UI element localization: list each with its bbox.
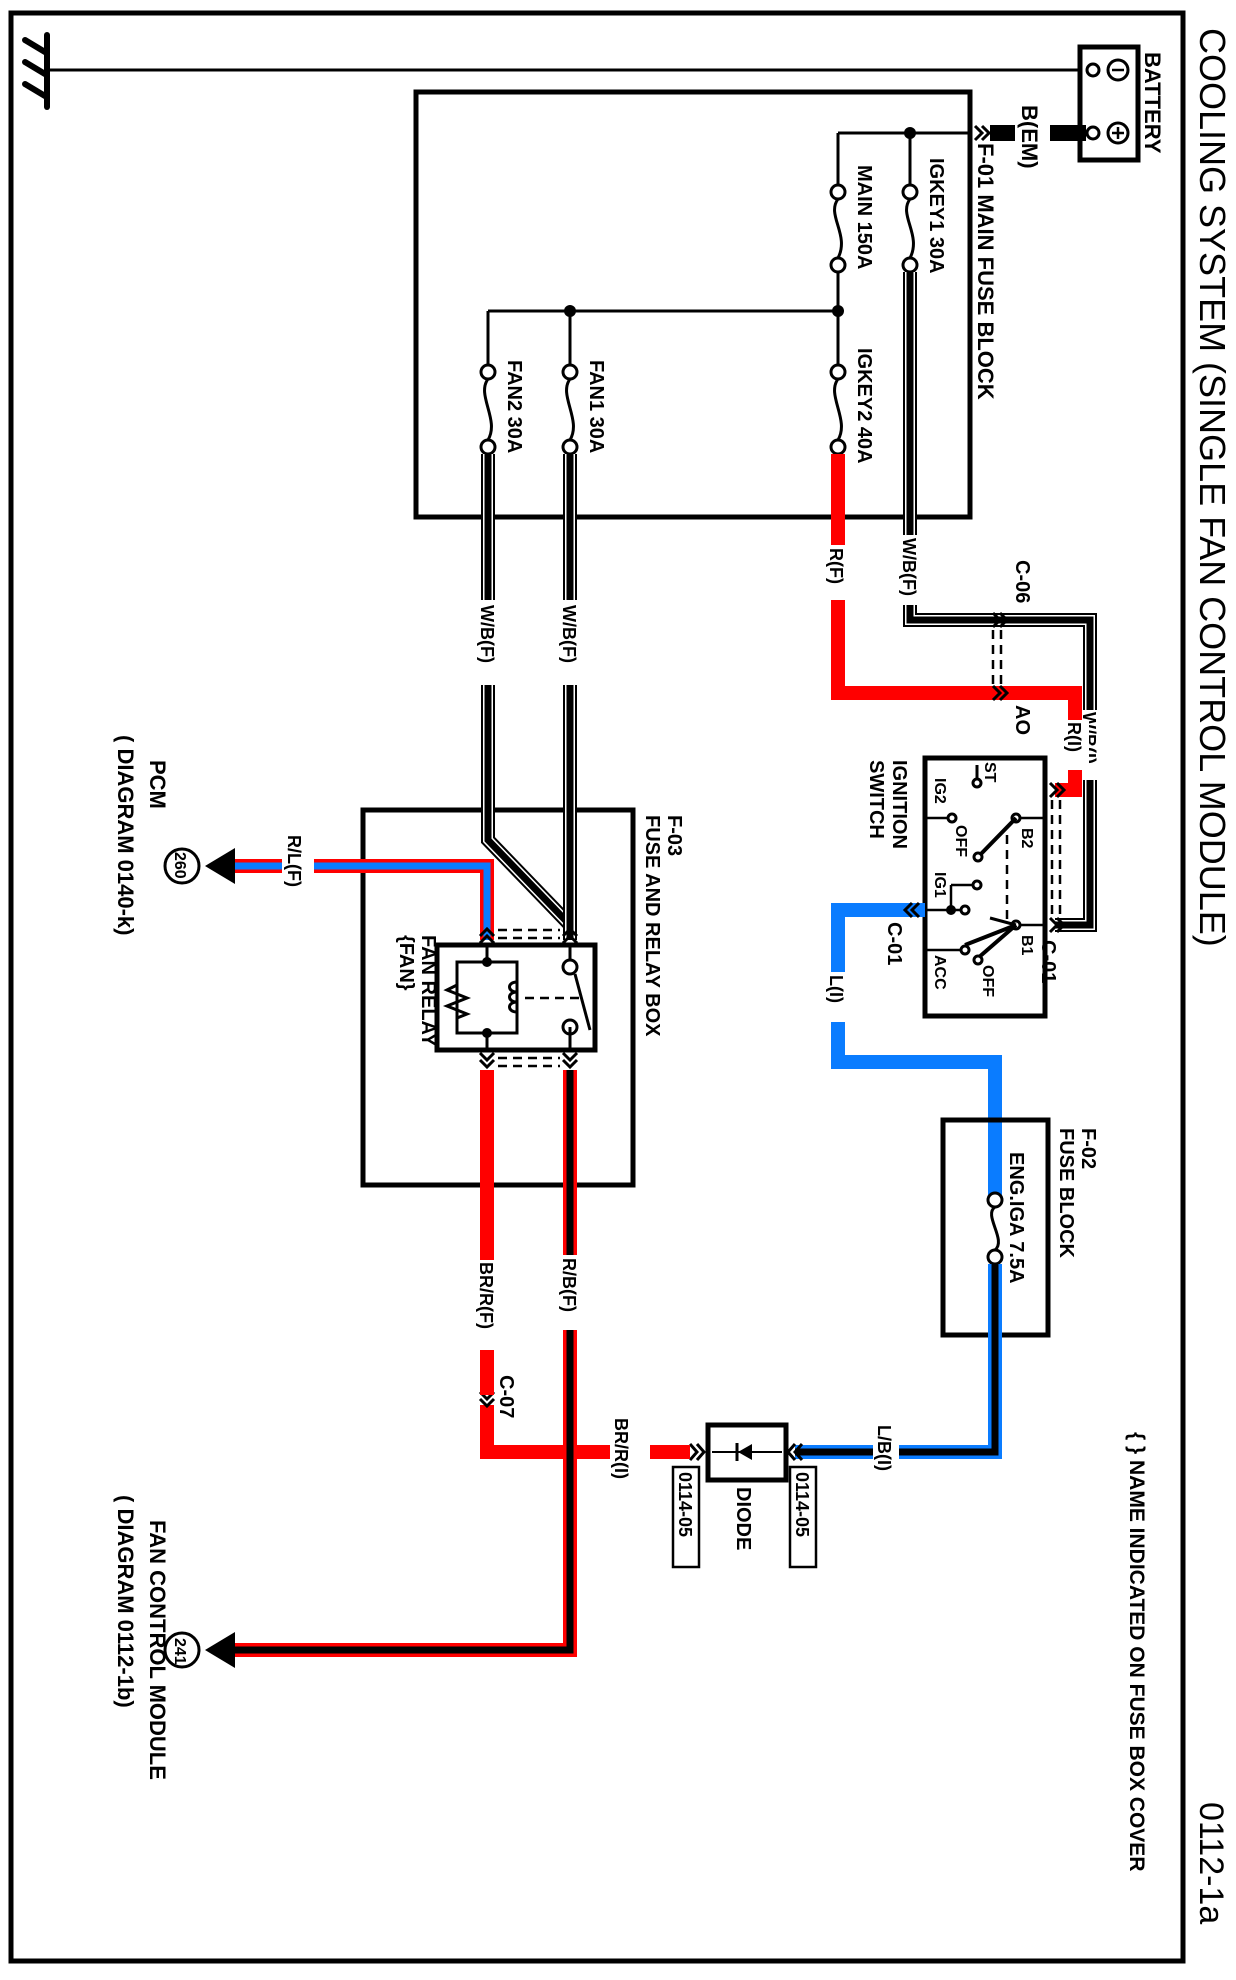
fuse-block-f02-label-2: FUSE BLOCK [1055,1128,1077,1259]
wire-l-ig1 [831,903,1002,1200]
wire-label-l-i: L(I) [826,975,846,1003]
wire-wb-igkey1 [903,272,1097,932]
relay-box-label-1: F-03 [663,815,685,856]
svg-text:ST: ST [981,762,998,783]
fan-module-diagram-ref: ( DIAGRAM 0112-1b) [113,1495,138,1708]
ignition-switch-label-2: SWITCH [865,760,887,839]
pcm-diagram-ref: ( DIAGRAM 0140-k) [113,735,138,935]
connector-c07: C-07 [495,1375,517,1418]
relay-box-label-2: FUSE AND RELAY BOX [641,815,663,1037]
fan-module-connector: 241 [163,1631,235,1669]
svg-text:260: 260 [171,852,188,879]
wire-label-r-i: R(I) [1064,722,1084,752]
wire-label-wb-f-fan1: W/B(F) [559,605,579,663]
svg-text:IGKEY2 40A: IGKEY2 40A [853,348,875,464]
page-code: 0112-1a [1192,1802,1230,1924]
wire-label-brr-i: BR/R(I) [611,1418,631,1479]
wire-rb [235,1070,577,1657]
fan-relay-label-2: {FAN} [395,935,417,991]
wire-label-brr-f: BR/R(F) [476,1262,496,1329]
pcm-label: PCM [145,760,170,809]
wire-wb-fan2 [481,454,577,940]
fan-module-label: FAN CONTROL MODULE [145,1520,170,1780]
svg-text:IGKEY1 30A: IGKEY1 30A [925,158,947,274]
fuse-igkey2: IGKEY2 40A [829,348,875,464]
battery: BATTERY [1077,44,1165,163]
wire-label-r-f: R(F) [826,548,846,584]
diode: 0114-05 0114-05 DIODE [671,1422,818,1569]
fuse-box-note: { } NAME INDICATED ON FUSE BOX COVER [1125,1432,1148,1871]
svg-text:ACC: ACC [931,955,948,990]
main-fuse-block [413,89,973,520]
fuse-fan1: FAN1 30A [561,360,607,456]
wire-lb [795,1264,1002,1459]
ground-icon [22,32,50,110]
fan-relay-label-1: FAN RELAY [417,935,439,1047]
wire-label-wb-f-1: W/B(F) [899,538,919,596]
svg-text:OFF: OFF [979,965,996,997]
svg-text:0114-05: 0114-05 [792,1472,812,1537]
connector-c01-b: C-01 [1037,940,1059,983]
connector-c01-a: C-01 [883,922,905,965]
ignition-switch-label-1: IGNITION [888,760,910,849]
svg-text:241: 241 [171,1638,188,1665]
svg-text:B1: B1 [1018,935,1035,956]
svg-text:0114-05: 0114-05 [675,1472,695,1537]
wire-label-lb-i: L/B(I) [874,1425,894,1471]
fan-relay [434,926,598,1070]
wire-label-b-em: B(EM) [1017,105,1042,169]
svg-text:MAIN 150A: MAIN 150A [853,165,875,269]
svg-text:FAN1 30A: FAN1 30A [585,360,607,453]
pcm-connector: 260 [163,847,235,885]
svg-text:FAN2 30A: FAN2 30A [503,360,525,453]
wire-label-rl-f: R/L(F) [284,835,304,887]
svg-text:DIODE: DIODE [732,1487,754,1550]
diagram-title: COOLING SYSTEM (SINGLE FAN CONTROL MODUL… [1192,28,1233,947]
fuse-block-f02-label-1: F-02 [1077,1128,1099,1169]
svg-text:ENG.IGA 7.5A: ENG.IGA 7.5A [1005,1152,1027,1284]
fuse-igkey1: IGKEY1 30A [901,158,947,274]
fuse-fan2: FAN2 30A [479,360,525,456]
connector-ao: AO [1011,705,1033,735]
battery-label: BATTERY [1140,52,1165,154]
svg-text:IG2: IG2 [931,778,948,804]
fuse-relay-box [360,807,636,1188]
ignition-switch: C-01 ST IG2 OFF B2 IG1 B1 A [922,755,1067,1019]
wire-r-igkey2 [831,454,1082,797]
svg-text:OFF: OFF [952,825,969,857]
svg-text:IG1: IG1 [931,872,948,898]
main-fuse-block-label: F-01 MAIN FUSE BLOCK [973,143,998,400]
fuse-main: MAIN 150A [829,165,875,274]
wire-label-rb-f: R/B(F) [559,1258,579,1312]
diagram-frame [8,10,1186,1964]
wire-label-wb-f-fan2: W/B(F) [477,605,497,663]
connector-c06: C-06 [1011,560,1033,603]
svg-text:B2: B2 [1018,828,1035,849]
